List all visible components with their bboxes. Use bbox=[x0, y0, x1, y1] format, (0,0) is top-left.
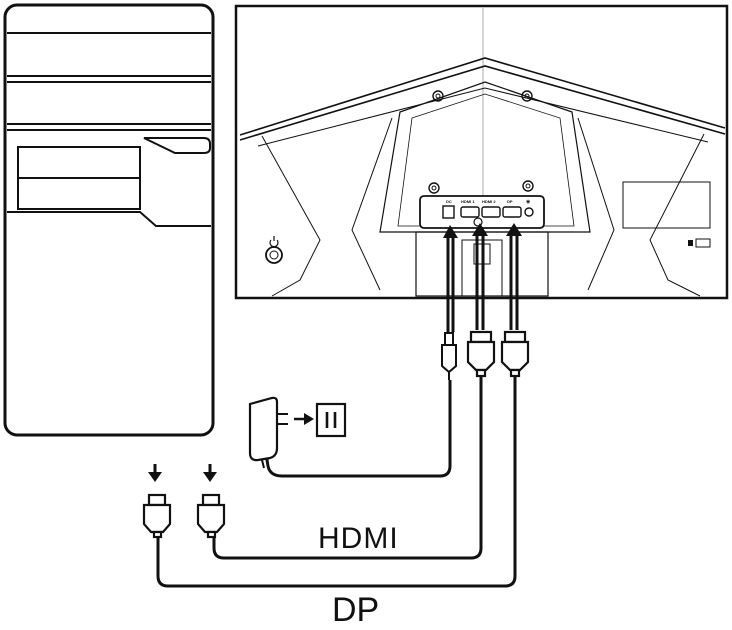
pc-optical-slot bbox=[143, 137, 211, 154]
port-label-hdmi2: HDMI 2 bbox=[482, 199, 496, 204]
arrow-down-icon bbox=[203, 464, 217, 482]
wall-outlet-icon bbox=[315, 402, 347, 438]
arrow-right-icon bbox=[294, 413, 314, 425]
cables bbox=[156, 376, 517, 588]
dp-plug-monitor[interactable] bbox=[500, 330, 530, 378]
dp-cable-label: DP bbox=[332, 591, 380, 629]
dp-plug-pc[interactable] bbox=[142, 493, 172, 539]
power-adapter-icon[interactable] bbox=[248, 396, 288, 469]
power-icon[interactable] bbox=[265, 236, 283, 264]
hdmi2-port[interactable] bbox=[481, 206, 501, 218]
pc-tower bbox=[3, 3, 215, 437]
port-label-dc: DC bbox=[446, 199, 452, 204]
audio-out-port[interactable] bbox=[524, 207, 534, 217]
dc-plug[interactable] bbox=[441, 332, 457, 380]
headphone-icon: ◉ bbox=[526, 199, 530, 205]
hdmi-cable-label: HDMI bbox=[318, 522, 399, 555]
hdmi1-port[interactable] bbox=[460, 206, 480, 218]
port-label-dp: DP bbox=[507, 199, 513, 204]
io-port-panel: DC HDMI 1 HDMI 2 DP ◉ bbox=[419, 195, 545, 229]
port-label-hdmi1: HDMI 1 bbox=[461, 199, 475, 204]
arrow-down-icon bbox=[148, 464, 162, 482]
dc-in-port[interactable] bbox=[442, 205, 455, 219]
connection-arrows bbox=[443, 223, 522, 332]
dp-port[interactable] bbox=[502, 206, 522, 218]
hdmi-plug-monitor[interactable] bbox=[466, 330, 496, 378]
hdmi-plug-pc[interactable] bbox=[196, 493, 226, 539]
